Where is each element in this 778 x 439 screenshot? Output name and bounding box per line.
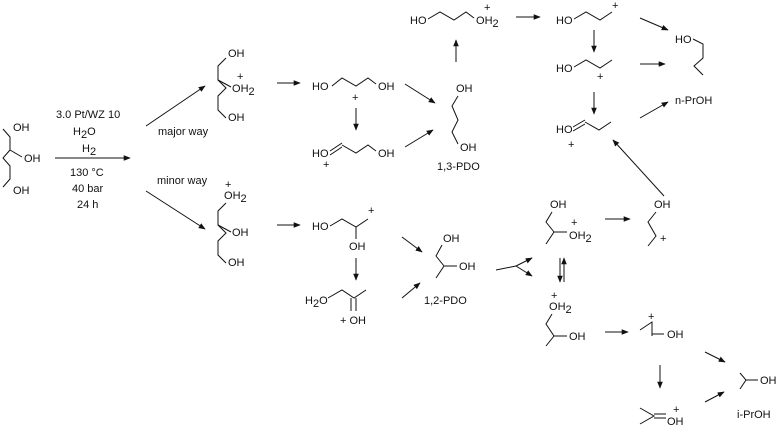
atom-oh: OH — [443, 233, 460, 245]
atom-oh2: OH2 — [549, 301, 572, 316]
charge-plus: + — [597, 71, 603, 83]
atom-ho: HO — [312, 148, 329, 160]
arrow-to-propanal-cation — [612, 139, 665, 197]
secondary-carbocation-propanol: HO + — [556, 59, 613, 83]
charge-plus: + — [673, 404, 679, 416]
charge-plus: + — [352, 92, 358, 104]
oxocarbenium-acetone: + OH — [639, 404, 684, 428]
glycerol-oh-bottom: OH — [13, 185, 30, 197]
arrow-pdo12-split-down — [515, 265, 533, 277]
charge-plus: + — [612, 0, 618, 12]
pdo13-structure: OH OH 1,3-PDO — [437, 83, 480, 173]
primary-carbocation: HO + — [556, 0, 618, 27]
atom-plus-oh: + OH — [340, 315, 366, 327]
oxocarbenium-intermediate: HO OH + — [312, 142, 395, 171]
atom-oh2: OH2 — [224, 190, 247, 205]
atom-ho: HO — [556, 15, 573, 27]
condition-temperature: 130 °C — [70, 167, 104, 179]
pdo12-protonated-primary: + OH2 OH — [545, 290, 586, 347]
arrow-minor-to-pdo12-a — [401, 236, 423, 253]
charge-plus: + — [225, 179, 231, 191]
atom-oh: OH — [550, 199, 567, 211]
arrow-major-to-pdo13-a — [404, 83, 436, 104]
label-npropanol: n-PrOH — [675, 95, 712, 107]
condition-catalyst: 3.0 Pt/WZ 10 — [56, 109, 120, 121]
atom-ho: HO — [675, 34, 692, 46]
atom-oh: OH — [569, 331, 586, 343]
atom-oh: OH — [228, 112, 245, 124]
glycerol-oh-mid: OH — [24, 153, 41, 165]
label-pdo13: 1,3-PDO — [437, 161, 480, 173]
condition-solvent: H2O — [73, 126, 96, 141]
condition-time: 24 h — [77, 199, 98, 211]
arrow-n-2 — [639, 17, 669, 31]
charge-plus: + — [368, 205, 374, 217]
atom-ho: HO — [410, 15, 427, 27]
label-pdo12: 1,2-PDO — [424, 295, 467, 307]
arrow-minor-to-pdo12-b — [401, 282, 421, 299]
charge-plus: + — [551, 290, 557, 302]
charge-plus: + — [568, 139, 574, 151]
label-major-way: major way — [158, 126, 209, 138]
charge-plus: + — [660, 233, 666, 245]
glycerol-structure: OH OH OH — [2, 122, 41, 197]
atom-oh: OH — [232, 227, 249, 239]
arrow-n-4 — [639, 101, 669, 119]
atom-oh2: OH2 — [476, 15, 499, 30]
atom-ho: HO — [312, 221, 329, 233]
atom-oh2: OH2 — [569, 230, 592, 245]
pdo12-protonated-secondary: OH OH2 + — [545, 199, 592, 245]
atom-oh: OH — [654, 199, 671, 211]
charge-plus: + — [323, 159, 329, 171]
label-ipropanol: i-PrOH — [737, 409, 771, 421]
arrow-iso-2 — [704, 391, 725, 403]
atom-oh: OH — [760, 375, 777, 387]
enol-cation-minor: H2O + OH — [305, 289, 367, 327]
arrow-pdo12-split-up — [515, 257, 533, 267]
arrow-pdo12-split-in — [495, 265, 517, 271]
atom-oh: OH — [378, 148, 395, 160]
charge-plus: + — [648, 311, 654, 323]
charge-plus: + — [571, 217, 577, 229]
pdo12-structure: OH OH 1,2-PDO — [424, 233, 476, 307]
label-minor-way: minor way — [157, 175, 208, 187]
atom-ho: HO — [312, 81, 329, 93]
npropanol-structure: HO n-PrOH — [675, 34, 712, 107]
carbocation-minor: HO OH + — [312, 205, 374, 253]
atom-ho: HO — [556, 124, 573, 136]
atom-oh: OH — [378, 81, 395, 93]
atom-oh: OH — [228, 257, 245, 269]
atom-ho: HO — [556, 63, 573, 75]
charge-plus: + — [484, 2, 490, 14]
atom-oh: OH — [228, 48, 245, 60]
atom-oh: OH — [349, 241, 366, 253]
charge-plus: + — [237, 71, 243, 83]
ipropanol-structure: OH i-PrOH — [737, 372, 777, 421]
atom-h2o: H2O — [305, 295, 328, 310]
carbocation-iso: + OH — [639, 311, 684, 341]
glycerol-protonated-secondary: OH OH2 + OH — [217, 48, 255, 124]
arrow-minor-way — [145, 190, 206, 230]
arrow-major-way — [145, 85, 206, 127]
atom-oh: OH — [456, 83, 473, 95]
atom-oh: OH — [667, 329, 684, 341]
atom-oh2: OH2 — [232, 83, 255, 98]
arrow-iso-1 — [704, 351, 726, 363]
pdo13-protonated: HO OH2 + — [410, 2, 499, 30]
atom-oh: OH — [460, 142, 477, 154]
reaction-conditions: 3.0 Pt/WZ 10 H2O H2 130 °C 40 bar 24 h — [56, 109, 120, 211]
atom-oh: OH — [459, 261, 476, 273]
carbocation-propanol-minor: OH + — [647, 199, 671, 247]
arrow-major-to-pdo13-b — [404, 129, 434, 148]
glycerol-oh-top: OH — [13, 122, 30, 134]
condition-pressure: 40 bar — [72, 183, 104, 195]
oxocarbenium-propanal: HO + — [556, 119, 612, 151]
carbocation-secondary: HO OH + — [312, 77, 395, 104]
glycerol-protonated-primary: + OH2 OH OH — [217, 179, 249, 269]
condition-gas: H2 — [82, 143, 96, 158]
atom-oh: OH — [667, 416, 684, 428]
